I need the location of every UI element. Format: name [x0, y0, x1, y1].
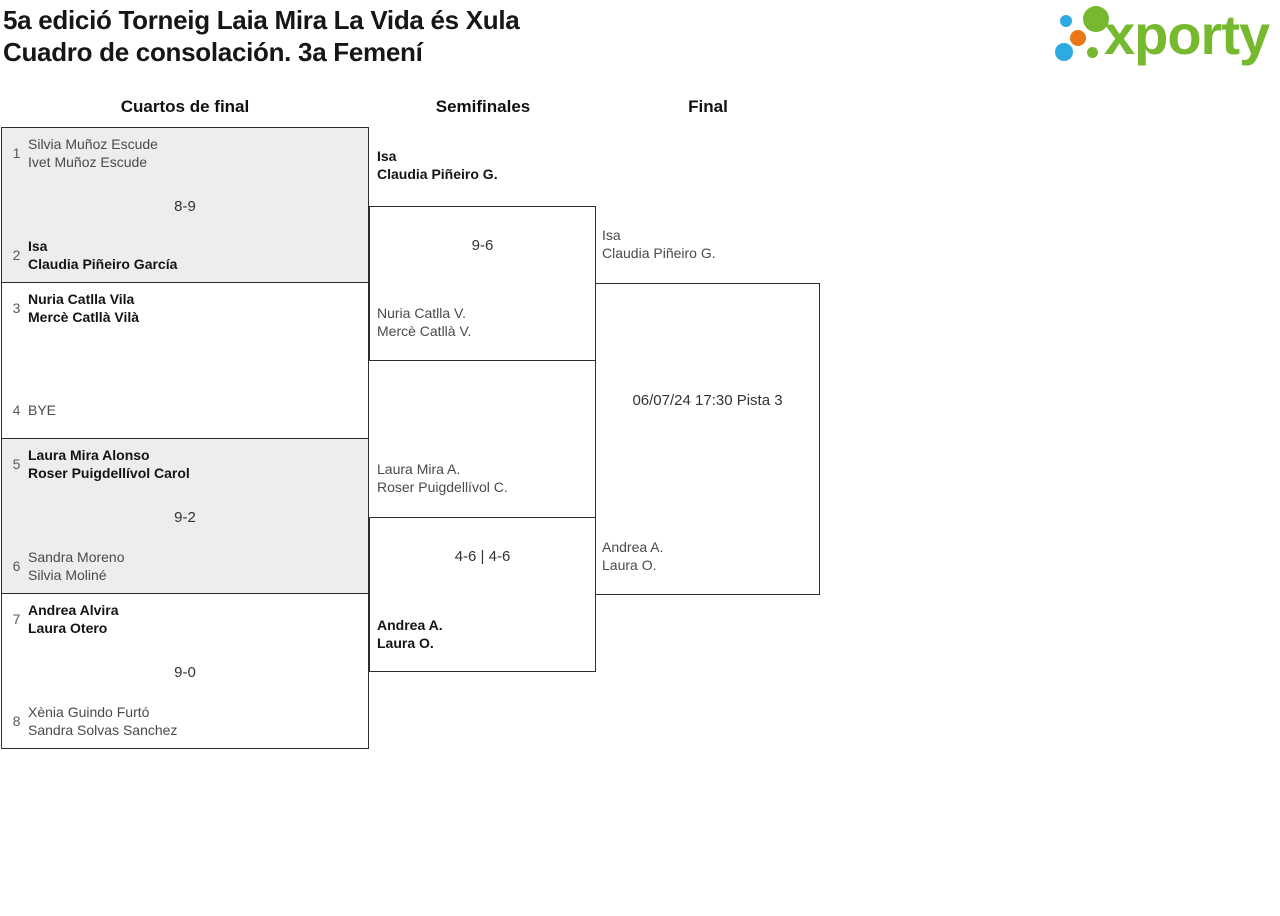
logo-dot-icon [1087, 47, 1098, 58]
quarterfinals-column: 1 Silvia Muñoz Escude Ivet Muñoz Escude … [1, 127, 369, 749]
logo-dot-icon [1060, 15, 1072, 27]
draw-name: Cuadro de consolación. 3a Femení [3, 37, 423, 67]
seed-number: 7 [12, 610, 21, 627]
match-slot-top: 7 Andrea Alvira Laura Otero [9, 601, 358, 637]
seed-number: 2 [12, 247, 21, 263]
seed-number: 3 [12, 300, 21, 317]
xporty-wordmark: xporty [1104, 3, 1270, 66]
logo-dot-icon [1055, 43, 1073, 61]
team-names: Sandra Moreno Silvia Moliné [28, 548, 125, 583]
seed-number: 1 [12, 145, 21, 161]
match-box-quarterfinal-3[interactable]: 5 Laura Mira Alonso Roser Puigdellívol C… [2, 437, 368, 593]
logo-dot-icon [1070, 30, 1086, 46]
team-names: Andrea Alvira Laura Otero [28, 601, 119, 636]
team-names: Andrea A. Laura O. [602, 539, 664, 573]
team-names: Xènia Guindo Furtó Sandra Solvas Sanchez [28, 703, 178, 738]
team-names: Laura Mira A. Roser Puigdellívol C. [377, 461, 508, 495]
team-names: Isa Claudia Piñeiro G. [602, 227, 716, 261]
match-slot-bottom: 8 Xènia Guindo Furtó Sandra Solvas Sanch… [9, 703, 358, 739]
round-header-quarterfinals: Cuartos de final [120, 97, 250, 116]
team-names: Laura Mira Alonso Roser Puigdellívol Car… [28, 446, 190, 481]
match-box-quarterfinal-2[interactable]: 3 Nuria Catlla Vila Mercè Catllà Vilà 4 … [2, 282, 368, 437]
match-slot-top: 1 Silvia Muñoz Escude Ivet Muñoz Escude [9, 135, 358, 171]
match-score: 9-0 [174, 663, 196, 681]
match-slot-bottom: 6 Sandra Moreno Silvia Moliné [9, 548, 358, 584]
team-names: Silvia Muñoz Escude Ivet Muñoz Escude [28, 136, 158, 170]
match-score: 9-6 [471, 237, 494, 254]
team-names: Nuria Catlla V. Mercè Catllà V. [377, 305, 472, 339]
team-names: Isa Claudia Piñeiro García [28, 238, 178, 272]
match-score: 4-6 | 4-6 [454, 548, 511, 565]
match-box-quarterfinal-1[interactable]: 1 Silvia Muñoz Escude Ivet Muñoz Escude … [2, 128, 368, 283]
seed-number: 5 [12, 455, 21, 472]
team-names: BYE [28, 402, 57, 419]
match-slot-top: 5 Laura Mira Alonso Roser Puigdellívol C… [9, 446, 358, 482]
match-slot-bottom: 2 Isa Claudia Piñeiro García [9, 237, 358, 273]
page-title: 5a edició Torneig Laia Mira La Vida és X… [3, 4, 520, 68]
team-names: Isa Claudia Piñeiro G. [377, 148, 498, 182]
seed-number: 8 [12, 712, 21, 729]
seed-number: 6 [12, 557, 21, 574]
round-header-final: Final [688, 97, 728, 116]
team-names: Nuria Catlla Vila Mercè Catllà Vilà [28, 291, 140, 326]
match-slot-top: 3 Nuria Catlla Vila Mercè Catllà Vilà [9, 290, 358, 326]
match-score: 8-9 [174, 198, 196, 215]
match-score: 9-2 [174, 508, 196, 526]
final-match-schedule: 06/07/24 17:30 Pista 3 [632, 392, 783, 409]
round-header-semifinals: Semifinales [435, 97, 531, 116]
seed-number: 4 [12, 402, 21, 419]
tournament-name: 5a edició Torneig Laia Mira La Vida és X… [3, 5, 520, 35]
match-slot-bottom: 4 BYE [9, 392, 358, 428]
team-names: Andrea A. Laura O. [377, 617, 443, 651]
match-box-final[interactable] [595, 283, 820, 595]
match-box-quarterfinal-4[interactable]: 7 Andrea Alvira Laura Otero 9-0 8 Xènia … [2, 592, 368, 748]
xporty-logo[interactable]: xporty [1050, 0, 1280, 80]
logo-dot-icon [1083, 6, 1109, 32]
